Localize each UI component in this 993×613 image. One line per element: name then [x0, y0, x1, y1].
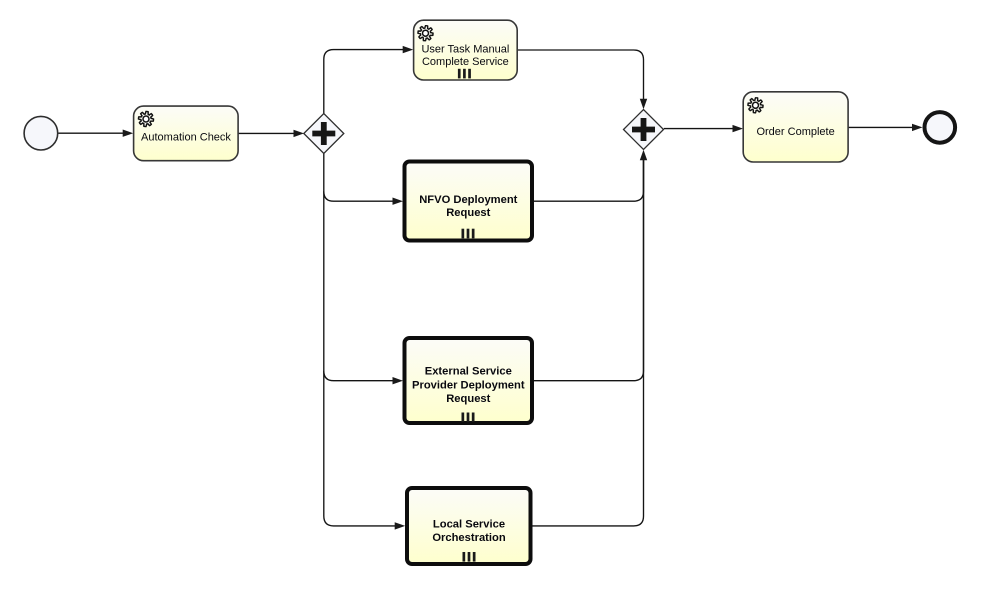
svg-text:Orchestration: Orchestration — [432, 532, 506, 544]
svg-text:Order Complete: Order Complete — [756, 126, 834, 138]
svg-text:Request: Request — [446, 207, 490, 219]
svg-text:Complete Service: Complete Service — [422, 56, 509, 68]
svg-text:Automation Check: Automation Check — [141, 132, 231, 144]
svg-text:NFVO Deployment: NFVO Deployment — [419, 194, 517, 206]
svg-text:Request: Request — [446, 393, 490, 405]
svg-text:Local Service: Local Service — [433, 519, 505, 531]
svg-text:User Task Manual: User Task Manual — [421, 44, 509, 56]
svg-text:Provider Deployment: Provider Deployment — [412, 379, 525, 391]
svg-text:External Service: External Service — [425, 366, 512, 378]
